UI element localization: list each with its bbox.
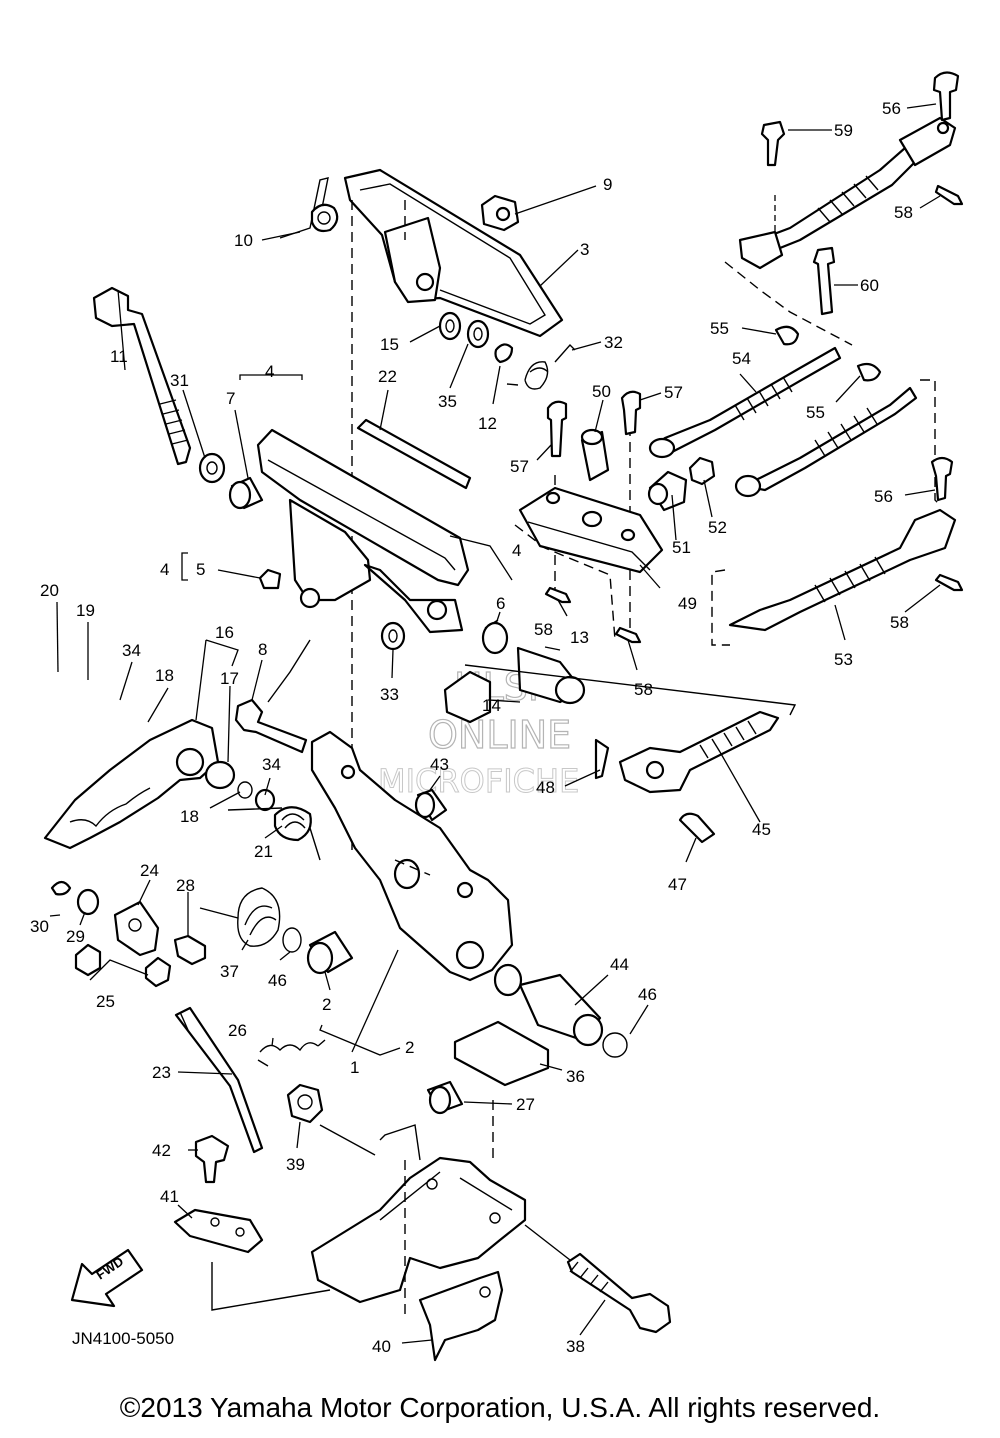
callout-56: 56	[882, 99, 901, 118]
callout-20: 20	[40, 581, 59, 600]
callout-18b: 18	[180, 807, 199, 826]
callout-21: 21	[254, 842, 273, 861]
parking-brake-assembly	[43, 639, 514, 982]
callout-58c: 58	[534, 620, 553, 639]
callout-48: 48	[536, 778, 555, 797]
callout-5: 5	[196, 560, 205, 579]
callout-18: 18	[155, 666, 174, 685]
callout-14: 14	[482, 696, 501, 715]
callout-56b: 56	[874, 487, 893, 506]
callout-4c: 4	[160, 560, 169, 579]
callout-29: 29	[66, 927, 85, 946]
callout-57: 57	[664, 383, 683, 402]
callout-2b: 2	[405, 1038, 414, 1057]
callout-22: 22	[378, 367, 397, 386]
callout-40: 40	[372, 1337, 391, 1356]
callout-3: 3	[580, 240, 589, 259]
accelerator-pedal-assembly	[92, 200, 586, 850]
callout-54: 54	[732, 349, 751, 368]
adjuster-rod-assembly	[594, 710, 780, 844]
callout-24: 24	[140, 861, 159, 880]
callout-33: 33	[380, 685, 399, 704]
callout-10: 10	[234, 231, 253, 250]
diagram-code: JN4100-5050	[72, 1329, 174, 1348]
callout-7: 7	[226, 389, 235, 408]
lower-bracket-assembly	[173, 963, 672, 1362]
callout-36: 36	[566, 1067, 585, 1086]
callout-28: 28	[176, 876, 195, 895]
callout-4b: 4	[512, 541, 521, 560]
copyright-notice: ©2013 Yamaha Motor Corporation, U.S.A. A…	[119, 1392, 881, 1423]
callout-46: 46	[268, 971, 287, 990]
callout-43: 43	[430, 755, 449, 774]
callout-39: 39	[286, 1155, 305, 1174]
callout-26: 26	[228, 1021, 247, 1040]
callout-30: 30	[30, 917, 49, 936]
callout-6: 6	[496, 594, 505, 613]
callout-41: 41	[160, 1187, 179, 1206]
callout-44: 44	[610, 955, 629, 974]
callout-59: 59	[834, 121, 853, 140]
callout-9: 9	[603, 175, 612, 194]
callout-8: 8	[258, 640, 267, 659]
callout-35: 35	[438, 392, 457, 411]
callout-38: 38	[566, 1337, 585, 1356]
callout-16: 16	[215, 623, 234, 642]
callout-1: 1	[350, 1058, 359, 1077]
brake-pedal-assembly	[279, 168, 576, 390]
callout-52: 52	[708, 518, 727, 537]
callout-55: 55	[710, 319, 729, 338]
control-bracket-assembly	[464, 325, 964, 716]
callout-50: 50	[592, 382, 611, 401]
callout-51: 51	[672, 538, 691, 557]
callout-46b: 46	[638, 985, 657, 1004]
callout-11: 11	[110, 347, 128, 366]
callout-13: 13	[570, 628, 589, 647]
callout-27: 27	[516, 1095, 535, 1114]
callout-53: 53	[834, 650, 853, 669]
callout-12: 12	[478, 414, 497, 433]
callout-58b: 58	[890, 613, 909, 632]
callout-23: 23	[152, 1063, 171, 1082]
callout-32: 32	[604, 333, 623, 352]
callout-58d: 58	[634, 680, 653, 699]
upper-cable-assembly	[724, 71, 964, 346]
callout-42: 42	[152, 1141, 171, 1160]
callout-60: 60	[860, 276, 879, 295]
watermark-line2: ONLINE	[428, 713, 571, 757]
exploded-parts-diagram: HLSM ONLINE MICROFICHE	[30, 71, 964, 1362]
callout-47: 47	[668, 875, 687, 894]
callout-55b: 55	[806, 403, 825, 422]
callout-4: 4	[265, 362, 274, 381]
callout-34b: 34	[262, 755, 281, 774]
callout-34: 34	[122, 641, 141, 660]
callout-58: 58	[894, 203, 913, 222]
callout-25: 25	[96, 992, 115, 1011]
watermark-line3: MICROFICHE	[378, 762, 579, 800]
leader-lines	[49, 103, 941, 1344]
callout-37: 37	[220, 962, 239, 981]
cam-linkage-assembly	[50, 880, 326, 1154]
callout-57b: 57	[510, 457, 529, 476]
callout-labels: 1 2 2 3 4 4 4 5 6 7 8 9 10 11 12 13 14 1…	[30, 99, 913, 1356]
callout-45: 45	[752, 820, 771, 839]
callout-49: 49	[678, 594, 697, 613]
callout-19: 19	[76, 601, 95, 620]
callout-2: 2	[322, 995, 331, 1014]
forward-arrow-icon: FWD	[70, 1248, 144, 1308]
callout-17: 17	[220, 669, 239, 688]
callout-31: 31	[170, 371, 189, 390]
callout-15: 15	[380, 335, 399, 354]
